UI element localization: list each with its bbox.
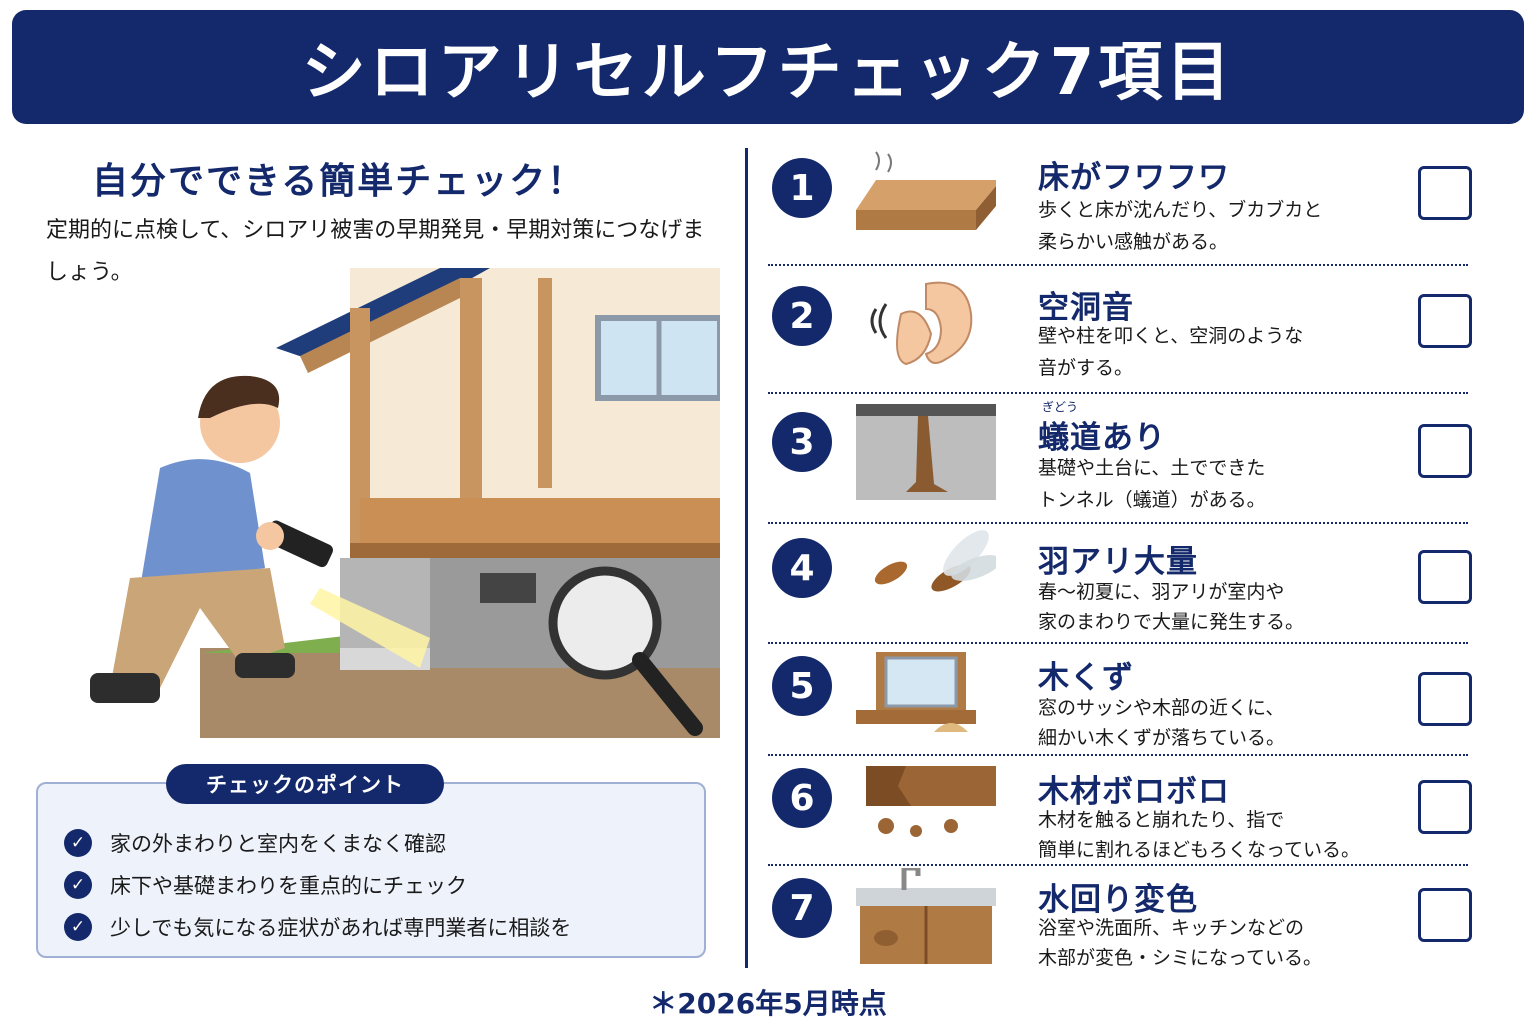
ear-listening-icon xyxy=(870,281,973,366)
check-box-3[interactable] xyxy=(1418,424,1472,478)
vertical-divider xyxy=(745,148,748,968)
item-number-badge: 5 xyxy=(772,656,832,716)
item-desc-line1: 壁や柱を叩くと、空洞のような xyxy=(1038,325,1304,347)
dotted-separator xyxy=(768,522,1468,524)
item-number-badge: 2 xyxy=(772,286,832,346)
checkmark-icon: ✓ xyxy=(64,829,92,857)
check-point-text: 床下や基礎まわりを重点的にチェック xyxy=(110,874,467,898)
check-box-5[interactable] xyxy=(1418,672,1472,726)
item-number-badge: 3 xyxy=(772,412,832,472)
check-points-title: チェックのポイント xyxy=(166,764,444,804)
item-desc-line2: 木部が変色・シミになっている。 xyxy=(1038,947,1323,969)
check-box-7[interactable] xyxy=(1418,888,1472,942)
check-point-text: 家の外まわりと室内をくまなく確認 xyxy=(110,832,446,856)
check-point-item: ✓ 少しでも気になる症状があれば専門業者に相談を xyxy=(64,906,571,948)
dotted-separator xyxy=(768,642,1468,644)
item-title: 木くず xyxy=(1038,660,1134,696)
item-number-badge: 1 xyxy=(772,158,832,218)
sink-stain-icon xyxy=(856,868,996,964)
soft-floor-icon xyxy=(856,151,996,230)
checklist: 1 床がフワフワ 歩くと床が沈んだり、ブカブカと 柔らかい感触がある。 2 空洞… xyxy=(760,130,1520,970)
item-number-badge: 4 xyxy=(772,538,832,598)
item-title: 蟻道あり xyxy=(1038,420,1166,456)
item-desc-line2: 柔らかい感触がある。 xyxy=(1038,231,1229,253)
item-desc-line2: トンネル（蟻道）がある。 xyxy=(1038,489,1266,511)
check-point-item: ✓ 床下や基礎まわりを重点的にチェック xyxy=(64,864,571,906)
check-box-6[interactable] xyxy=(1418,780,1472,834)
check-box-4[interactable] xyxy=(1418,550,1472,604)
item-desc-line1: 浴室や洗面所、キッチンなどの xyxy=(1038,917,1305,939)
winged-termite-icon xyxy=(874,530,996,592)
item-desc-line1: 歩くと床が沈んだり、ブカブカと xyxy=(1038,199,1323,221)
item-desc-line1: 窓のサッシや木部の近くに、 xyxy=(1038,697,1285,719)
dotted-separator xyxy=(768,392,1468,394)
item-number-badge: 6 xyxy=(772,768,832,828)
item-desc-line2: 音がする。 xyxy=(1038,357,1134,379)
dotted-separator xyxy=(768,264,1468,266)
item-desc-line1: 春～初夏に、羽アリが室内や xyxy=(1038,581,1285,603)
item-desc-line2: 細かい木くずが落ちている。 xyxy=(1038,727,1286,749)
dotted-separator xyxy=(768,864,1468,866)
intro-text: 定期的に点検して、シロアリ被害の早期発見・早期対策につなげましょう。 xyxy=(46,218,705,285)
item-desc-line2: 家のまわりで大量に発生する。 xyxy=(1038,611,1305,633)
left-panel: 自分でできる簡単チェック！ 定期的に点検して、シロアリ被害の早期発見・早期対策に… xyxy=(0,130,740,960)
dotted-separator xyxy=(768,754,1468,756)
crumbling-wood-icon xyxy=(866,766,996,837)
check-box-1[interactable] xyxy=(1418,166,1472,220)
sawdust-icon xyxy=(856,652,976,732)
checkmark-icon: ✓ xyxy=(64,871,92,899)
check-points-box: チェックのポイント ✓ 家の外まわりと室内をくまなく確認 ✓ 床下や基礎まわりを… xyxy=(36,764,706,958)
checkmark-icon: ✓ xyxy=(64,913,92,941)
item-number-badge: 7 xyxy=(772,878,832,938)
check-points-list: ✓ 家の外まわりと室内をくまなく確認 ✓ 床下や基礎まわりを重点的にチェック ✓… xyxy=(64,822,571,948)
title-banner: シロアリセルフチェック7項目 xyxy=(12,10,1524,124)
item-title: 水回り変色 xyxy=(1038,882,1198,918)
item-title: 木材ボロボロ xyxy=(1038,774,1230,810)
page-title: シロアリセルフチェック7項目 xyxy=(301,36,1235,110)
mud-tube-icon xyxy=(856,404,996,500)
item-title: 床がフワフワ xyxy=(1038,160,1230,196)
check-point-text: 少しでも気になる症状があれば専門業者に相談を xyxy=(110,916,572,940)
item-desc-line1: 基礎や土台に、土でできた xyxy=(1038,457,1266,479)
item-desc-line1: 木材を触ると崩れたり、指で xyxy=(1038,809,1285,831)
subtitle: 自分でできる簡単チェック！ xyxy=(92,161,586,202)
check-point-item: ✓ 家の外まわりと室内をくまなく確認 xyxy=(64,822,571,864)
item-title: 羽アリ大量 xyxy=(1038,544,1198,580)
item-ruby: ぎどう xyxy=(1042,400,1079,414)
item-title: 空洞音 xyxy=(1038,290,1134,326)
item-desc-line2: 簡単に割れるほどもろくなっている。 xyxy=(1038,839,1361,861)
footnote: ＊2026年5月時点 xyxy=(649,987,887,1020)
inspection-illustration xyxy=(90,268,720,738)
check-box-2[interactable] xyxy=(1418,294,1472,348)
